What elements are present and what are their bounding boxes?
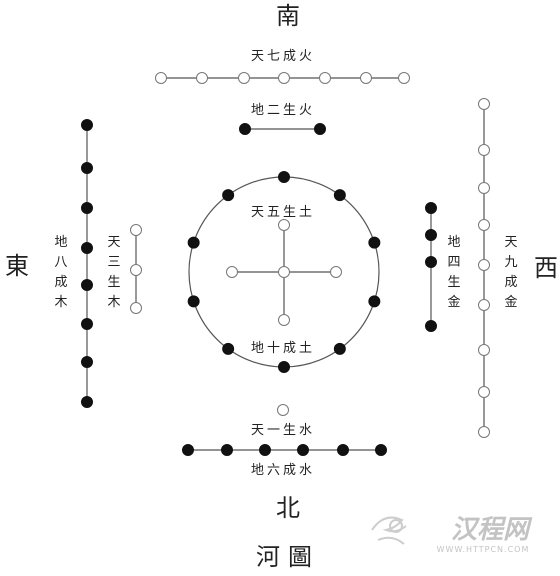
east-label: 東: [5, 252, 29, 280]
label-di-si-char: 四: [447, 255, 460, 270]
north-label: 北: [276, 494, 300, 522]
di-shi-dot: [278, 361, 290, 373]
tian-qi-dot: [319, 72, 331, 84]
label-di-ba-char: 八: [54, 255, 67, 270]
tian-wu-dot: [278, 266, 290, 278]
tian-san-dot: [130, 264, 142, 276]
di-ba-dot: [81, 119, 93, 131]
di-ba-dot: [81, 202, 93, 214]
tian-qi-dot: [360, 72, 372, 84]
tian-jiu-dot: [478, 182, 490, 194]
di-shi-dot: [187, 236, 200, 249]
label-di-liu: 地六成水: [251, 463, 315, 478]
tian-wu-dot: [330, 266, 342, 278]
di-liu-dot: [337, 444, 349, 456]
label-di-ba: 地 八 成 木: [54, 235, 67, 310]
di-er-dot: [239, 123, 251, 135]
dots-layer: [81, 72, 490, 456]
label-di-si-char: 生: [447, 275, 460, 290]
label-di-si: 地 四 生 金: [447, 235, 460, 310]
tian-qi-dot: [196, 72, 208, 84]
di-liu-dot: [221, 444, 233, 456]
di-liu-dot: [259, 444, 271, 456]
label-di-shi: 地十成土: [251, 341, 315, 356]
di-shi-dot: [368, 295, 381, 308]
label-di-ba-char: 地: [54, 235, 67, 250]
di-liu-dot: [182, 444, 194, 456]
tian-jiu-dot: [478, 299, 490, 311]
di-ba-dot: [81, 242, 93, 254]
tian-wu-dot: [226, 266, 238, 278]
tian-jiu-dot: [478, 144, 490, 156]
di-liu-dot: [375, 444, 387, 456]
tian-jiu-dot: [478, 386, 490, 398]
label-tian-san-char: 三: [107, 255, 120, 270]
di-shi-dot: [333, 189, 346, 202]
tian-qi-dot: [278, 72, 290, 84]
di-shi-dot: [368, 236, 381, 249]
tian-qi-dot: [238, 72, 250, 84]
label-tian-wu: 天五生土: [251, 205, 315, 220]
di-ba-dot: [81, 162, 93, 174]
tian-qi-dot: [155, 72, 167, 84]
label-tian-yi: 天一生水: [251, 423, 315, 438]
diagram-title: 河圖: [256, 543, 320, 571]
tian-qi-dot: [398, 72, 410, 84]
label-tian-san: 天 三 生 木: [107, 235, 120, 310]
tian-jiu-dot: [478, 219, 490, 231]
di-liu-dot: [297, 444, 309, 456]
label-tian-qi: 天七成火: [251, 49, 315, 64]
label-tian-jiu-char: 成: [504, 275, 517, 290]
di-shi-dot: [187, 295, 200, 308]
di-si-dot: [425, 320, 437, 332]
di-si-dot: [425, 229, 437, 241]
di-er-dot: [314, 123, 326, 135]
watermark-url: WWW.HTTPCN.COM: [437, 545, 530, 554]
tian-wu-dot: [278, 219, 290, 231]
tian-jiu-dot: [478, 259, 490, 271]
south-label: 南: [276, 2, 300, 30]
tian-jiu-dot: [478, 426, 490, 438]
label-tian-san-char: 木: [107, 295, 120, 310]
watermark-brand: 汉程网: [451, 515, 533, 545]
label-tian-jiu: 天 九 成 金: [504, 235, 517, 310]
tian-san-dot: [130, 302, 142, 314]
di-si-dot: [425, 256, 437, 268]
label-tian-jiu-char: 九: [504, 255, 517, 270]
label-tian-san-char: 生: [107, 275, 120, 290]
di-ba-dot: [81, 279, 93, 291]
label-tian-san-char: 天: [107, 235, 120, 250]
watermark: 汉程网 WWW.HTTPCN.COM: [371, 515, 533, 554]
label-di-si-char: 金: [447, 294, 460, 310]
label-tian-jiu-char: 金: [504, 294, 517, 310]
tian-jiu-dot: [478, 344, 490, 356]
west-label: 西: [534, 254, 558, 282]
di-si-dot: [425, 202, 437, 214]
di-ba-dot: [81, 396, 93, 408]
di-ba-dot: [81, 318, 93, 330]
di-ba-dot: [81, 356, 93, 368]
tian-yi-dot: [277, 404, 289, 416]
label-di-si-char: 地: [447, 235, 460, 250]
label-di-er: 地二生火: [251, 103, 315, 118]
tian-wu-dot: [278, 314, 290, 326]
di-shi-dot: [222, 189, 235, 202]
label-di-ba-char: 成: [54, 275, 67, 290]
tian-jiu-dot: [478, 98, 490, 110]
di-shi-dot: [333, 342, 346, 355]
tian-san-dot: [130, 224, 142, 236]
label-di-ba-char: 木: [54, 295, 67, 310]
di-shi-dot: [222, 342, 235, 355]
watermark-logo-icon: [371, 516, 407, 545]
label-tian-jiu-char: 天: [504, 235, 517, 250]
di-shi-dot: [278, 171, 290, 183]
